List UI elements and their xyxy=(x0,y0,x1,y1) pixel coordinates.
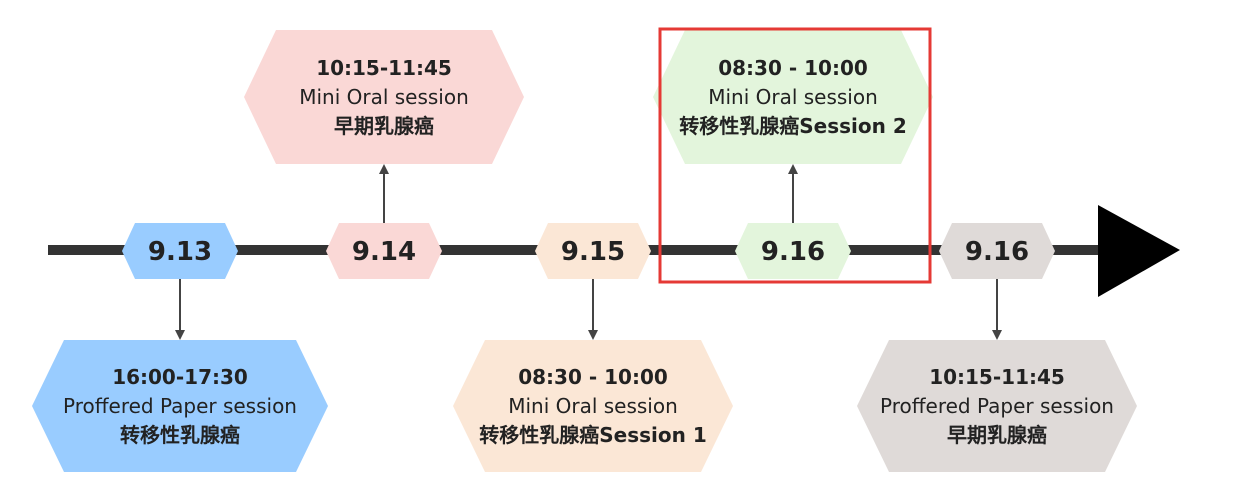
session-time: 08:30 - 10:00 xyxy=(718,56,868,80)
connector-arrow xyxy=(588,279,598,340)
session-time: 10:15-11:45 xyxy=(929,365,1065,389)
session-type: Proffered Paper session xyxy=(63,394,297,418)
session-hexagon xyxy=(32,340,328,472)
connector-arrow xyxy=(379,164,389,223)
session-time: 16:00-17:30 xyxy=(112,365,248,389)
timeline-arrowhead-icon xyxy=(1098,205,1180,297)
date-node: 9.15 xyxy=(535,223,651,279)
date-node: 9.14 xyxy=(326,223,442,279)
date-node: 9.13 xyxy=(122,223,238,279)
session-topic: 早期乳腺癌 xyxy=(947,423,1047,447)
date-label: 9.13 xyxy=(148,237,212,267)
session-hexagon xyxy=(453,340,733,472)
session-time: 08:30 - 10:00 xyxy=(518,365,668,389)
date-label: 9.14 xyxy=(352,237,416,267)
date-hexagon xyxy=(939,223,1055,279)
date-node: 9.16 xyxy=(939,223,1055,279)
session-topic: 早期乳腺癌 xyxy=(334,114,434,138)
date-node: 9.16 xyxy=(735,223,851,279)
session-type: Mini Oral session xyxy=(708,85,878,109)
session-topic: 转移性乳腺癌 xyxy=(120,423,240,447)
session-hexagon xyxy=(244,30,524,164)
session-hexagon xyxy=(653,30,933,164)
date-hexagon xyxy=(735,223,851,279)
session-type: Mini Oral session xyxy=(508,394,678,418)
highlight-frame xyxy=(658,27,932,284)
session-type: Proffered Paper session xyxy=(880,394,1114,418)
session-topic: 转移性乳腺癌Session 2 xyxy=(679,114,907,138)
connector-arrow xyxy=(992,279,1002,340)
date-hexagon xyxy=(535,223,651,279)
session-type: Mini Oral session xyxy=(299,85,469,109)
connector-arrow xyxy=(175,279,185,340)
date-label: 9.16 xyxy=(761,237,825,267)
date-label: 9.15 xyxy=(561,237,625,267)
connector-arrow xyxy=(788,164,798,223)
session-hexagon xyxy=(857,340,1137,472)
session-time: 10:15-11:45 xyxy=(316,56,452,80)
date-hexagon xyxy=(122,223,238,279)
date-hexagon xyxy=(326,223,442,279)
date-label: 9.16 xyxy=(965,237,1029,267)
session-topic: 转移性乳腺癌Session 1 xyxy=(479,423,707,447)
